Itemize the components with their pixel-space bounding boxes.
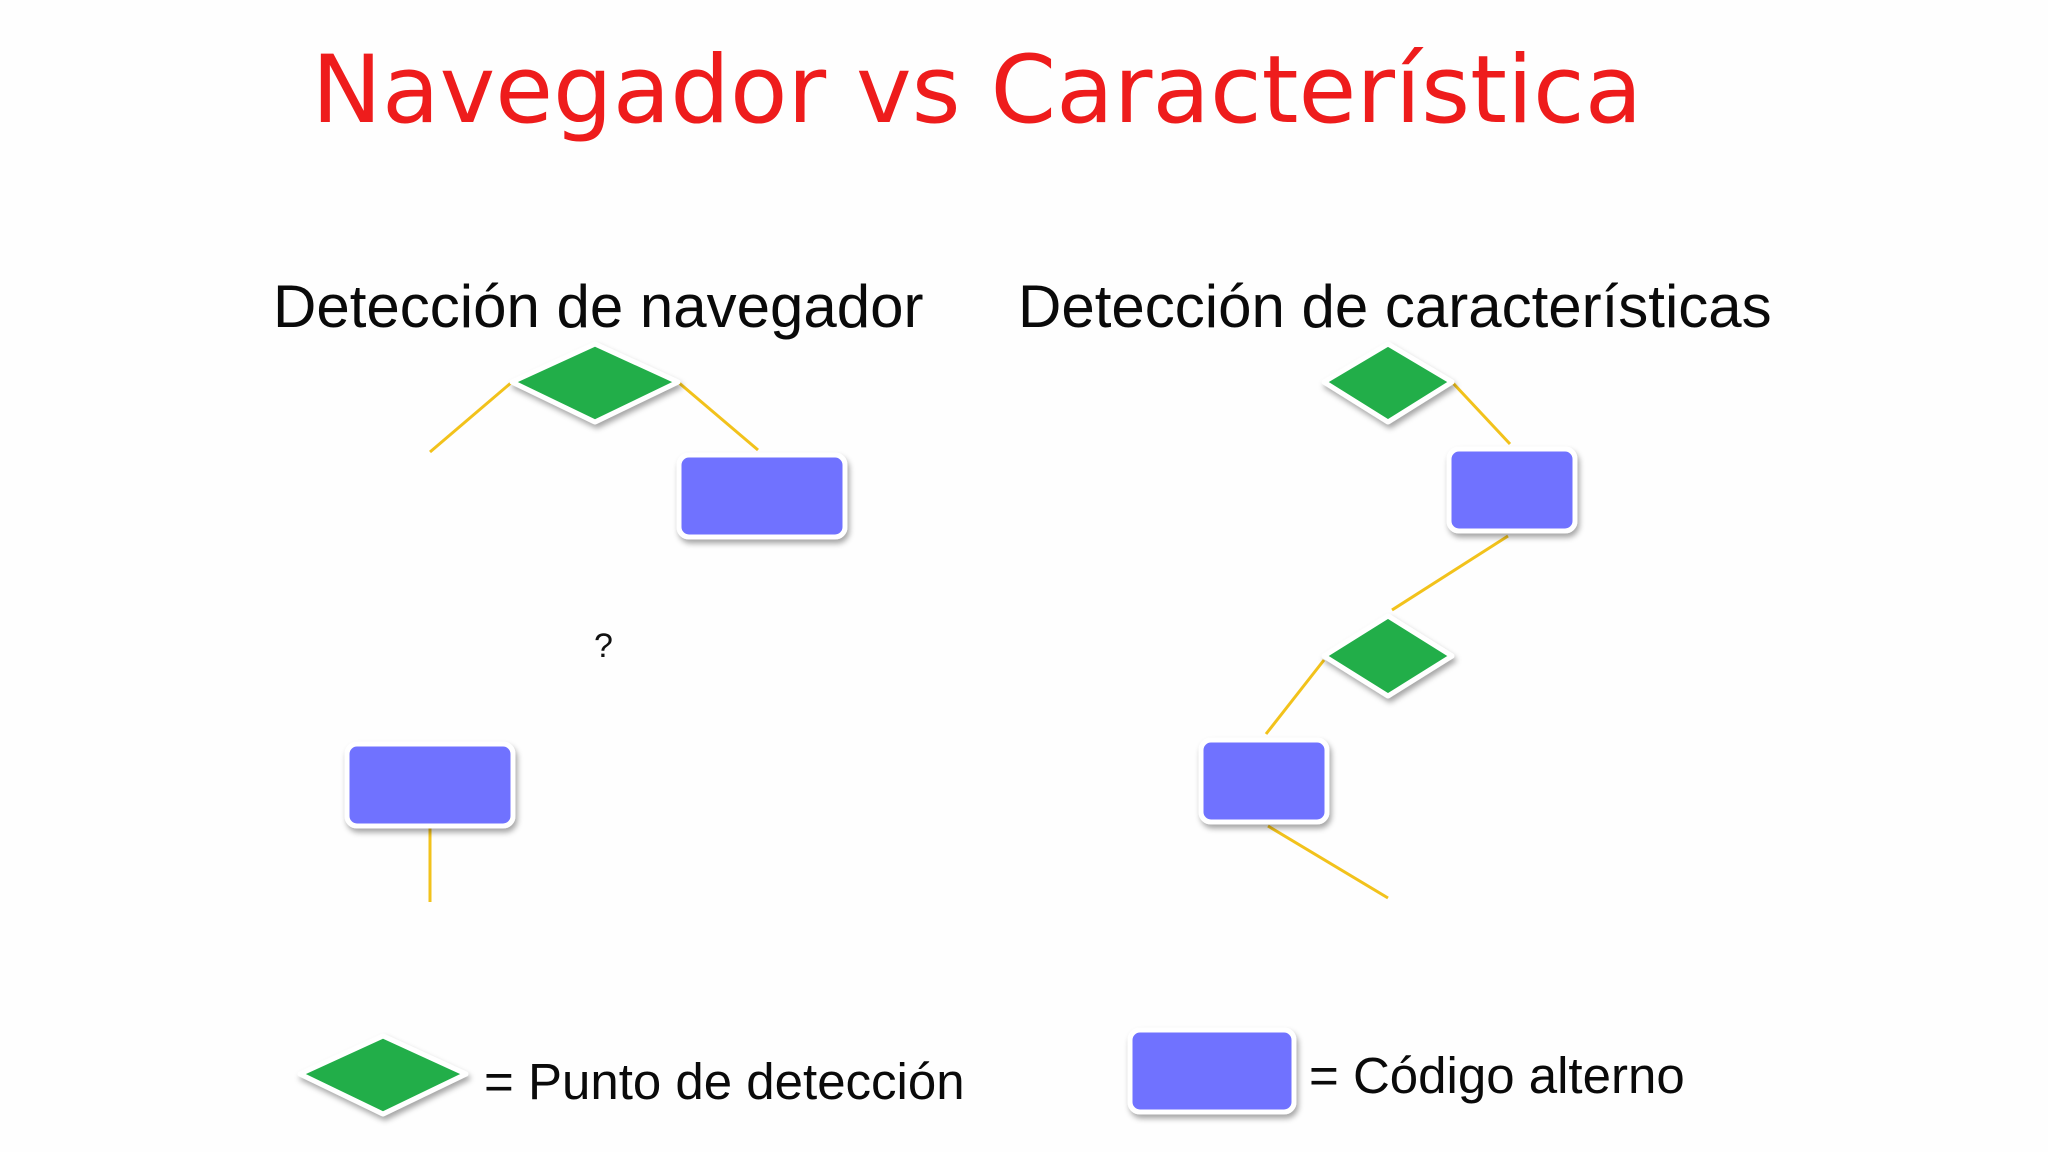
- alternate-code-box: [344, 741, 516, 829]
- left-connectors: [428, 380, 759, 902]
- legend-box: [1127, 1027, 1297, 1115]
- unknown-outcome-marker: ?: [594, 627, 613, 665]
- alternate-code-box: [676, 452, 848, 540]
- connector-line: [1450, 380, 1512, 446]
- detection-point-diamond: [1321, 613, 1455, 699]
- connector-line: [1264, 659, 1326, 735]
- right-connectors: [1264, 380, 1512, 900]
- legend-alternate-code-label: = Código alterno: [1309, 1047, 1685, 1104]
- feature-detection-heading: Detección de características: [1018, 273, 1772, 340]
- connector-line: [677, 380, 759, 452]
- browser-detection-heading: Detección de navegador: [273, 273, 924, 340]
- detection-point-diamond: [1321, 341, 1455, 425]
- legend-detection-point-label: = Punto de detección: [484, 1053, 965, 1110]
- alternate-code-box: [1446, 446, 1578, 534]
- connector-line: [429, 380, 513, 454]
- connector-line: [1267, 824, 1389, 900]
- connector-line: [1391, 534, 1509, 612]
- alternate-code-box: [1198, 737, 1330, 825]
- legend-diamond: [297, 1033, 469, 1117]
- detection-point-diamond: [509, 341, 681, 425]
- slide-title: Navegador vs Característica: [311, 36, 1643, 145]
